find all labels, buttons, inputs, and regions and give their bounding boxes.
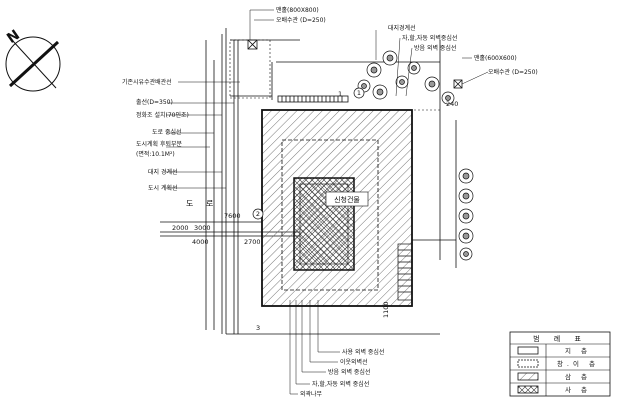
dim-1100: 1100 [382, 301, 390, 318]
marker-1: 1 [357, 89, 361, 97]
dim-3000: 3000 [194, 224, 211, 232]
label-left-5: 도시계획 후퇴부분 [136, 140, 183, 148]
label-top-5: 방음 외벽 중심선 [414, 44, 456, 52]
dim-4000: 4000 [192, 238, 209, 246]
dim-7600: 7600 [224, 212, 241, 220]
label-top-6: 맨홀(600X600) [474, 54, 517, 62]
building-label-box [325, 191, 369, 207]
building-inner-floor [281, 139, 379, 291]
tree-icons [357, 50, 474, 261]
label-top-4: 자,할,자동 외벽중심선 [402, 34, 457, 42]
label-top-2: 오배수관 (D=250) [276, 16, 326, 24]
legend-title: 범 례 표 [533, 334, 587, 343]
label-left-7: 대지 경계선 [148, 168, 178, 176]
manhole-icon [247, 39, 463, 89]
north-label: N [4, 27, 23, 47]
label-bottom-3: 방음 외벽 중심선 [328, 368, 370, 376]
road-char-1: 도 [186, 199, 193, 208]
circle-markers: 1 2 [252, 87, 365, 220]
legend: 범 례 표 지 층 창.이 층 삼 층 사 층 [509, 331, 611, 397]
label-bottom-2: 이웃외벽선 [340, 358, 368, 366]
top-labels: 맨홀(800X800) 오배수관 (D=250) 대지경계선 자,할,자동 외벽… [276, 6, 538, 76]
legend-label-3: 삼 층 [565, 372, 591, 381]
marker-2: 2 [256, 210, 260, 218]
label-left-1: 기존시유수관배관선 [122, 78, 172, 86]
legend-label-1: 지 층 [565, 346, 591, 355]
label-top-1: 맨홀(800X800) [276, 6, 319, 14]
label-left-2: 출선(D=350) [136, 98, 173, 106]
label-bottom-4: 자,할,자동 외벽 중심선 [312, 380, 369, 388]
top-stair [277, 95, 349, 103]
dim-240: 240 [446, 100, 458, 108]
label-left-6: (면적:10.1M²) [136, 150, 175, 158]
dim-1: 1 [338, 90, 342, 98]
left-labels: 기존시유수관배관선 출선(D=350) 정화조 설치(70인조) 도로 중심선 … [122, 78, 189, 192]
building-label: 신청건물 [334, 195, 360, 204]
leader-lines [166, 9, 489, 189]
north-compass-icon: N [4, 27, 61, 92]
legend-label-2: 창.이 층 [557, 359, 599, 368]
label-bottom-1: 사용 외벽 중심선 [342, 348, 384, 356]
label-top-7: 오배수관 (D=250) [488, 68, 538, 76]
legend-swatch-1 [517, 346, 539, 355]
dim-3: 3 [256, 324, 260, 332]
label-left-4: 도로 중심선 [152, 128, 182, 136]
label-top-3: 대지경계선 [388, 24, 416, 32]
road-char-2: 로 [206, 199, 213, 208]
dim-2000: 2000 [172, 224, 189, 232]
label-left-3: 정화조 설치(70인조) [136, 111, 189, 119]
legend-label-4: 사 층 [565, 385, 591, 394]
dim-2700: 2700 [244, 238, 261, 246]
right-stair [397, 243, 413, 301]
bottom-labels: 사용 외벽 중심선 이웃외벽선 방음 외벽 중심선 자,할,자동 외벽 중심선 … [300, 348, 384, 398]
legend-swatch-3 [517, 372, 539, 381]
dimensions: 2000 3000 4000 2700 7600 240 1100 3 1 [172, 90, 458, 332]
label-left-8: 도시 계획선 [148, 184, 178, 192]
legend-swatch-2 [517, 359, 539, 368]
legend-swatch-4 [517, 385, 539, 394]
label-bottom-5: 외곽나무 [300, 390, 323, 398]
bottom-leaders [289, 300, 340, 395]
